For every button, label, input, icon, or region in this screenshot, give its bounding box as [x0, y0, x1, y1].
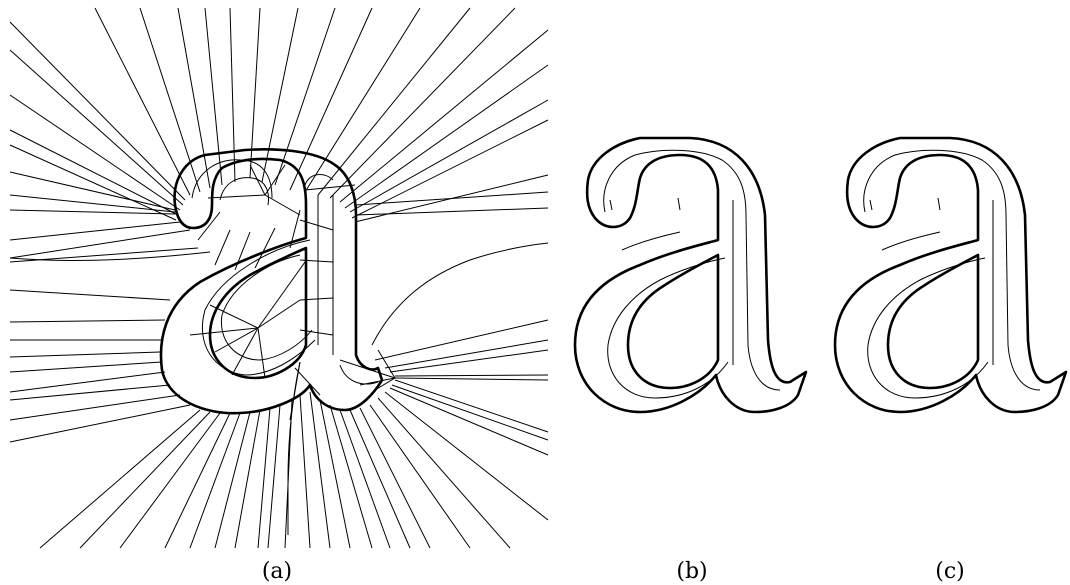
panel-c-caption: (c): [935, 559, 965, 584]
glyph-c-offset-arm: [881, 231, 941, 251]
skeleton-ray: [119, 412, 221, 549]
panel-b-glyph-offset: [573, 136, 808, 414]
skeleton-ray: [9, 384, 171, 401]
skeleton-ray: [229, 7, 236, 183]
skeleton-ray: [374, 319, 549, 361]
skeleton-ray: [317, 7, 471, 196]
skeleton-ray: [204, 7, 223, 186]
skeleton-bisector-curve-bottom: [287, 361, 301, 535]
skeleton-ray: [344, 64, 549, 209]
skeleton-ray: [9, 171, 176, 211]
skeleton-bisector-curve-left: [9, 251, 211, 261]
skeleton-ray: [9, 371, 166, 393]
skeleton-ray: [394, 379, 549, 433]
skeleton-ray: [79, 411, 211, 549]
skeleton-ray: [9, 94, 181, 211]
skeleton-ray: [389, 387, 549, 456]
skeleton-ray: [9, 49, 184, 206]
glyph-c-offset-tick: [869, 197, 941, 211]
glyph-c-offset-inner: [867, 257, 989, 399]
skeleton-ray: [319, 399, 351, 549]
skeleton-ray: [214, 411, 251, 549]
skeleton-ray: [355, 207, 549, 216]
panel-a-caption: (a): [262, 559, 292, 584]
skeleton-bisector-curve: [371, 242, 549, 346]
skeleton-ray: [339, 409, 391, 549]
skeleton-ray: [139, 7, 201, 193]
skeleton-ray: [9, 319, 166, 323]
skeleton-ray: [309, 391, 331, 549]
glyph-b-outline: [573, 136, 808, 414]
skeleton-ray: [377, 397, 511, 549]
glyph-c-offset-outer: [863, 149, 1041, 391]
skeleton-ray: [234, 409, 261, 549]
skeleton-ray: [384, 391, 549, 521]
skeleton-ray: [9, 404, 191, 443]
skeleton-ray: [9, 21, 186, 201]
glyph-b-counter-outline: [626, 253, 720, 390]
glyph-b-offset-outer: [603, 149, 781, 391]
skeleton-ray: [164, 412, 231, 549]
panel-c-glyph-offset: [833, 136, 1068, 414]
skeleton-ray: [329, 404, 373, 549]
skeleton-ray: [369, 404, 471, 549]
skeleton-ray: [389, 349, 549, 373]
glyph-b-offset-inner: [607, 257, 729, 399]
skeleton-ray: [304, 7, 421, 193]
skeleton-ray: [177, 7, 211, 189]
skeleton-internal-edges: [189, 164, 396, 421]
skeleton-ray: [39, 409, 201, 549]
skeleton-ray: [249, 7, 261, 179]
glyph-c-outline: [833, 136, 1068, 414]
skeleton-ray: [329, 7, 516, 199]
skeleton-ray: [9, 351, 161, 358]
skeleton-ray: [289, 7, 373, 191]
skeleton-ray: [384, 339, 549, 369]
skeleton-ray: [9, 129, 179, 216]
skeleton-ray: [267, 404, 281, 549]
skeleton-ray: [9, 144, 177, 221]
panel-b-caption: (b): [676, 559, 707, 584]
skeleton-ray: [261, 7, 299, 183]
skeleton-ray: [355, 191, 549, 206]
skeleton-ray: [299, 394, 311, 549]
skeleton-ray: [351, 119, 549, 219]
glyph-a-outline: [159, 148, 384, 415]
skeleton-ray: [391, 384, 549, 441]
skeleton-ray: [94, 7, 191, 196]
skeleton-ray: [9, 194, 176, 213]
skeleton-ray: [339, 29, 549, 203]
skeleton-ray: [9, 221, 181, 241]
skeleton-ray: [394, 374, 549, 377]
skeleton-ray: [9, 289, 171, 301]
skeleton-ray: [274, 7, 336, 186]
skeleton-ray: [359, 407, 431, 549]
skeleton-ray: [9, 394, 181, 421]
skeleton-ray: [9, 361, 163, 373]
panel-a-skeleton-diagram: [9, 7, 549, 549]
glyph-b-offset-tick: [609, 197, 681, 211]
skeleton-rays: [9, 7, 549, 549]
skeleton-ray: [9, 209, 176, 215]
skeleton-ray: [394, 377, 549, 381]
glyph-c-counter-outline: [886, 253, 980, 390]
glyph-b-offset-arm: [621, 231, 681, 251]
skeleton-ray: [257, 407, 271, 549]
glyph-a-counter-outline: [208, 246, 308, 380]
skeleton-ray: [349, 99, 549, 213]
skeleton-ray: [9, 229, 191, 259]
skeleton-ray: [189, 412, 241, 549]
skeleton-ray: [349, 409, 411, 549]
